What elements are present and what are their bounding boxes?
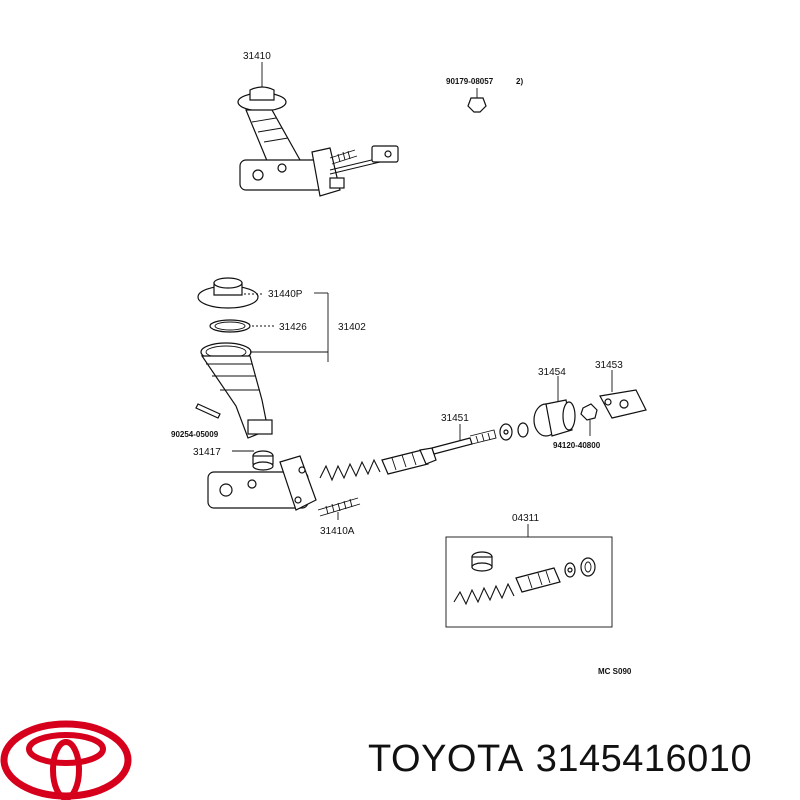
push-rod-31451 <box>431 424 497 455</box>
brand-name: TOYOTA <box>368 738 524 780</box>
callout-90254-05009: 90254-05009 <box>171 430 219 439</box>
callout-31426: 31426 <box>279 322 307 333</box>
gasket-31426 <box>209 319 276 333</box>
callout-04311: 04311 <box>512 513 540 524</box>
boot-31454 <box>533 376 576 437</box>
part-number: 3145416010 <box>535 738 753 780</box>
callout-90179-08057: 90179-08057 <box>446 77 494 86</box>
reservoir-31402 <box>200 292 329 439</box>
pin-90254 <box>195 403 221 419</box>
washer <box>499 422 529 441</box>
callout-31410: 31410 <box>243 51 271 62</box>
grommet-31417 <box>232 450 274 471</box>
brand-caption: TOYOTA 3145416010 <box>368 738 764 781</box>
callout-31454: 31454 <box>538 367 566 378</box>
bolt-90179 <box>467 88 487 113</box>
callout-31402: 31402 <box>338 322 366 333</box>
callout-31417: 31417 <box>193 447 221 458</box>
repair-kit-04311 <box>445 524 613 628</box>
cylinder-body-31410a <box>207 455 361 520</box>
nut-94120 <box>580 403 598 436</box>
callout-94120-40800: 94120-40800 <box>553 441 601 450</box>
diagram-code: MC S090 <box>598 667 632 676</box>
callout-31440p: 31440P <box>268 289 303 300</box>
callout-90179-note: 2) <box>516 77 523 86</box>
assembled-master-cylinder <box>237 62 399 197</box>
clevis-31453 <box>599 370 647 419</box>
reservoir-cap-31440p <box>197 277 264 309</box>
callout-31410a: 31410A <box>320 526 355 537</box>
callout-31453: 31453 <box>595 360 623 371</box>
toyota-logo <box>0 720 132 800</box>
callout-31451: 31451 <box>441 413 469 424</box>
piston <box>381 447 437 475</box>
piston-spring <box>319 458 381 482</box>
